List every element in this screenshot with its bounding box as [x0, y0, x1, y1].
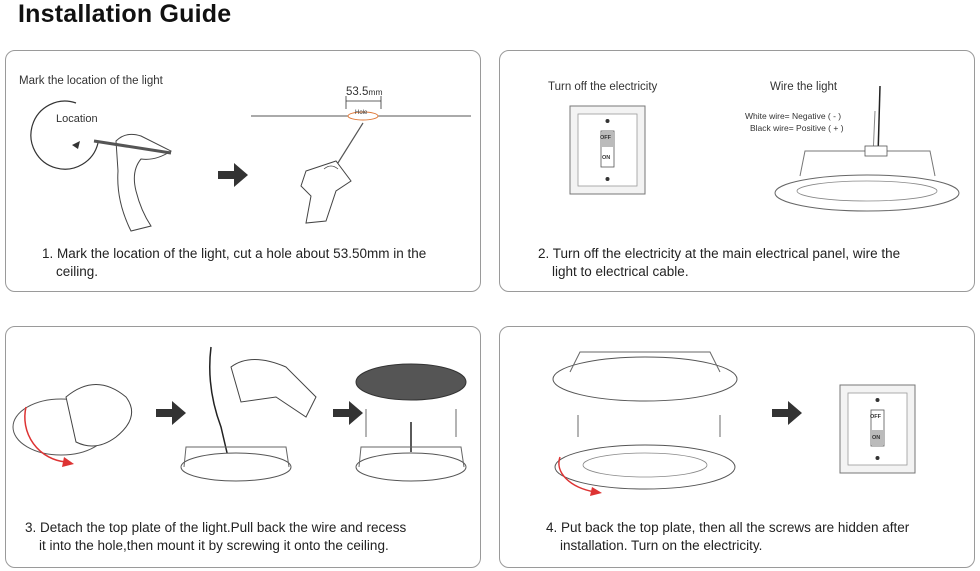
step-2-panel: Turn off the electricity Wire the light …: [499, 50, 975, 292]
hand-icon: [115, 133, 172, 232]
wire-icon: [877, 85, 881, 157]
step-1-illustration: [30, 96, 471, 232]
step-1-panel: Mark the location of the light Location …: [5, 50, 481, 292]
hand-icon: [65, 384, 133, 447]
location-label: Location: [56, 113, 98, 125]
switch-on-label: ON: [602, 155, 611, 161]
drill-icon: [300, 160, 352, 224]
hand-pulling-wire: [230, 359, 317, 418]
next-arrow-icon-2: [333, 401, 363, 425]
step-3-illustration: [12, 346, 467, 482]
switch-off-label: OFF: [870, 414, 881, 420]
wire-heading: Wire the light: [770, 81, 838, 93]
step-1-heading: Mark the location of the light: [19, 75, 163, 87]
switch-off-label: OFF: [600, 135, 611, 141]
rotate-arrow-icon: [558, 456, 596, 493]
page-title: Installation Guide: [18, 0, 232, 28]
step-2-caption: 2. Turn off the electricity at the main …: [538, 246, 901, 279]
next-arrow-icon: [772, 401, 802, 425]
hole-marker: [347, 111, 379, 121]
base-ring-icon: [180, 452, 292, 482]
base-ring-icon-2: [355, 452, 467, 482]
step-4-panel: OFF ON 4. Put back the top plate, then a…: [499, 326, 975, 568]
white-wire-label: White wire= Negative ( - ): [745, 111, 842, 121]
hole-label: Hole: [355, 110, 368, 116]
step-3-caption: 3. Detach the top plate of the light.Pul…: [25, 520, 407, 553]
step-4-caption: 4. Put back the top plate, then all the …: [546, 520, 910, 553]
fixture-body-icon: [552, 356, 738, 402]
step-4-illustration: [552, 351, 916, 496]
next-arrow-icon: [218, 163, 248, 187]
pencil-icon: [93, 139, 172, 155]
switch-on-label: ON: [872, 435, 881, 441]
location-arc-arrow: [30, 100, 99, 170]
turn-off-heading: Turn off the electricity: [548, 81, 658, 93]
black-wire-label: Black wire= Positive ( + ): [750, 123, 844, 133]
next-arrow-icon: [156, 401, 186, 425]
dark-plate-icon: [355, 363, 467, 401]
arrow-head-icon: [72, 141, 80, 149]
step-2-illustration: [569, 85, 960, 212]
rotate-arrow-icon: [24, 406, 67, 463]
step-3-panel: 3. Detach the top plate of the light.Pul…: [5, 326, 481, 568]
light-fixture-icon: [774, 174, 960, 212]
top-plate-ring-icon: [554, 444, 736, 490]
dimension-label: 53.5mm: [346, 86, 383, 98]
step-1-caption: 1. Mark the location of the light, cut a…: [42, 246, 427, 279]
wire-icon: [209, 346, 229, 458]
drill-bit: [335, 122, 364, 167]
